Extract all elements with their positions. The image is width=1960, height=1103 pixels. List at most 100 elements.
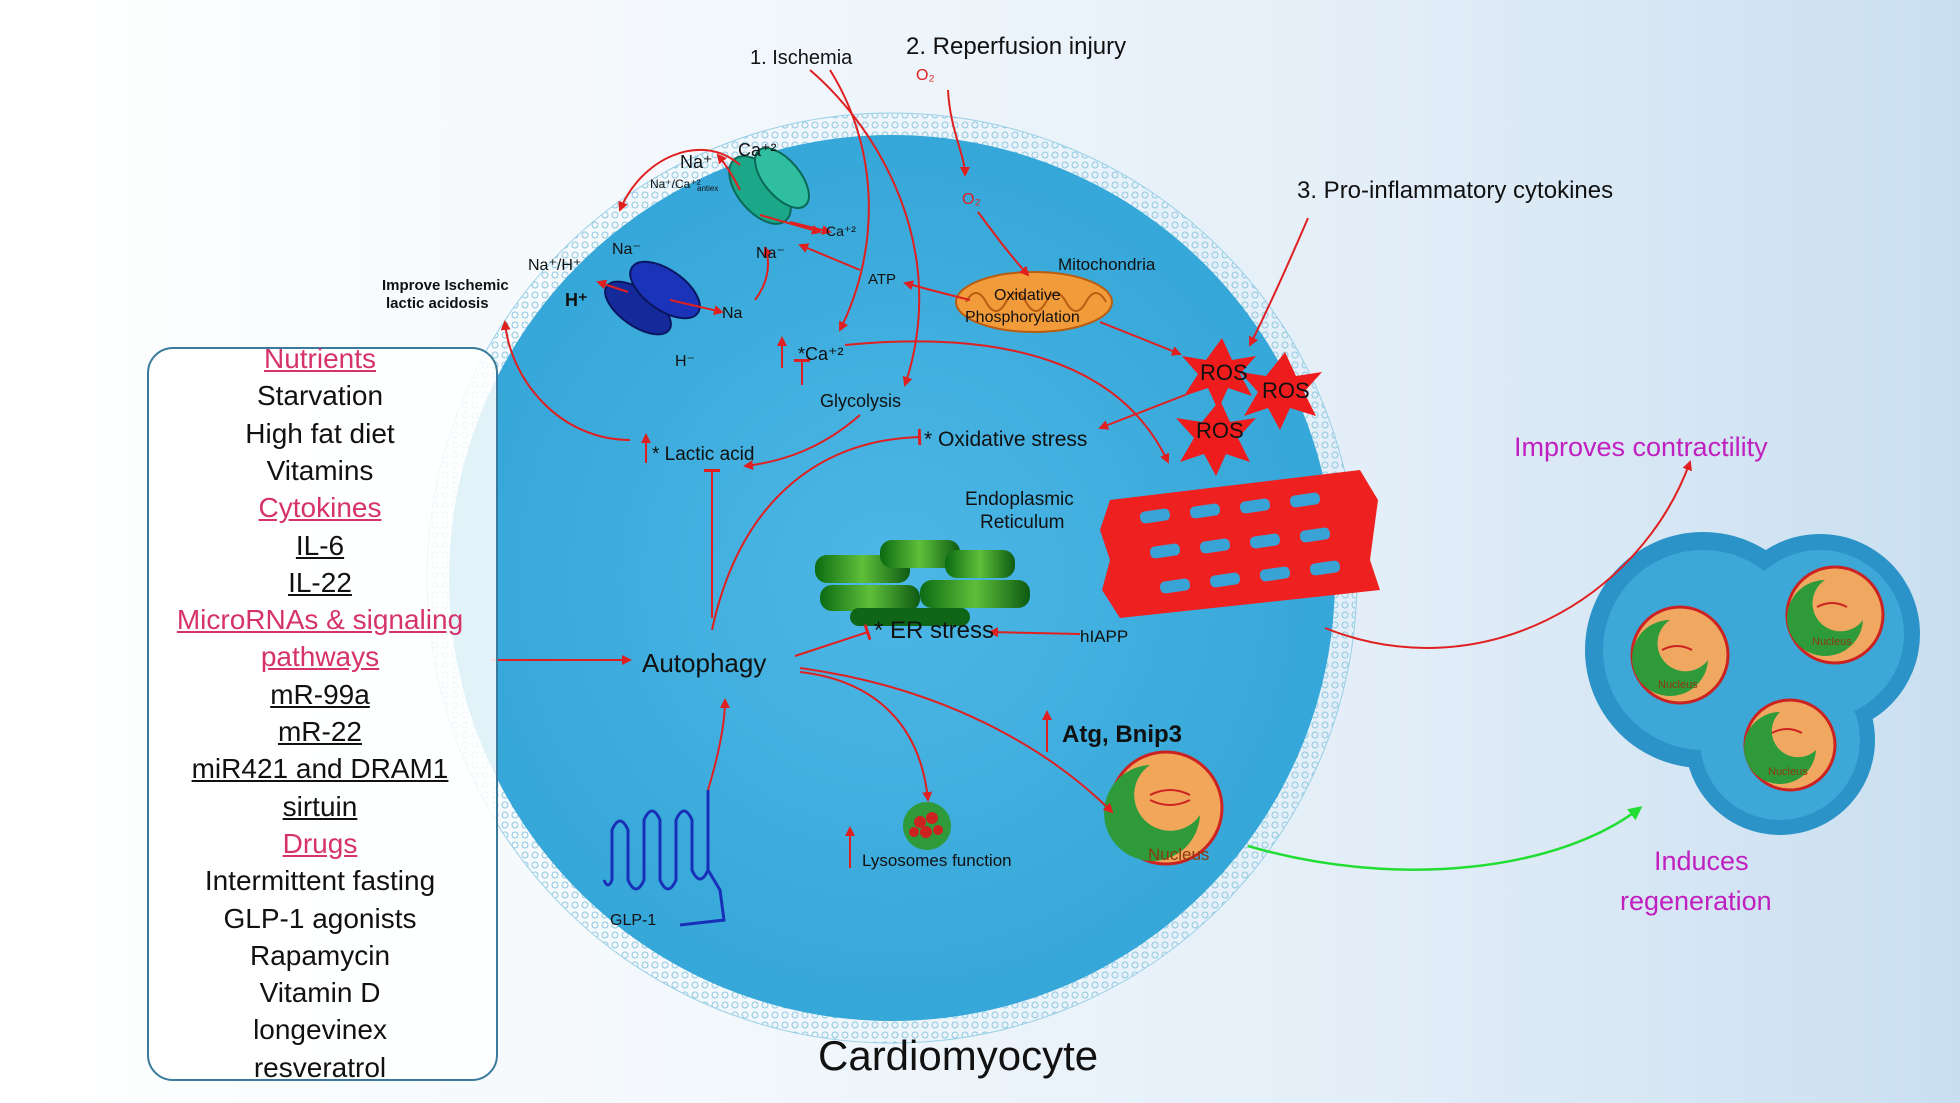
small-nucleus-3 [1743,698,1837,792]
improve-ischemic-label: Improve Ischemic [382,277,509,294]
ros-stars [1176,338,1322,476]
glp1-receptor [602,790,726,927]
modulator-item: longevinex [253,1014,387,1046]
ros-label-2: ROS [1262,378,1310,403]
modulator-item: High fat diet [245,417,395,449]
arrow-glycolysis-lactic [743,414,861,471]
modulator-item: IL-6 [295,529,345,561]
autophagy-label: Autophagy [642,648,766,678]
arrow-nhe-na [669,299,724,316]
arrow-o2-o2 [947,89,970,177]
er-label-line1: Endoplasmic [965,489,1074,510]
arrows [490,69,1692,868]
sidebar-row: sirtuin [150,788,490,826]
trigger-ischemia: 1. Ischemia [750,47,853,69]
phosphorylation-label: Phosphorylation [965,309,1080,326]
endoplasmic-reticulum-shape [1100,470,1380,618]
arrow-mito-atp [903,280,971,301]
inhibit-autophagy-erstress [794,624,872,657]
atg-label: Atg, Bnip3 [1062,721,1182,748]
arrow-autophagy-nucleus [799,667,1114,814]
figure-title: Cardiomyocyte [818,1032,1098,1079]
sidebar-row: resveratrol [150,1049,490,1087]
modulator-item: Intermittent fasting [204,865,436,897]
modulator-item: miR421 and DRAM1 [191,753,449,785]
o2-outer-label: O₂ [916,67,935,84]
o2-inner-label: O₂ [962,191,981,208]
sidebar-row: MicroRNAs & signaling [150,601,490,639]
lactic-acid-label: * Lactic acid [652,444,754,465]
modulator-item: IL-22 [288,566,352,598]
arrow-autophagy-lyso [799,671,933,802]
sidebar-row: Vitamin D [150,974,490,1012]
arrow-nhe-h [596,279,629,293]
sidebar-row: IL-6 [150,527,490,565]
ca-star-label: *Ca⁺² [798,344,844,364]
lysosomes-label: Lysosomes function [862,851,1012,870]
sidebar-row: mR-99a [150,676,490,714]
improves-contractility-label: Improves contractility [1514,432,1768,462]
arrow-hiapp-erstress [988,627,1081,638]
na-minus-inner-label: Na⁻ [756,245,785,262]
er-stress-label: * ER stress [874,617,994,644]
nucleus-small-3-label: Nucleus [1768,766,1808,778]
er-label-line2: Reticulum [980,512,1064,533]
category-header: MicroRNAs & signaling [176,604,464,636]
na-minus-left-label: Na⁻ [612,241,641,258]
modulator-item: Rapamycin [249,939,391,971]
nucleus-label: Nucleus [1148,845,1209,864]
arrow-glp1-autophagy [707,698,730,791]
category-header: pathways [260,641,380,673]
nucleus [1104,750,1224,866]
regeneration-label: regeneration [1620,886,1772,916]
sidebar-row: Starvation [150,377,490,415]
ca-12-label: Ca⁺² [738,140,777,160]
sidebar-row: Nutrients [150,340,490,378]
exchanger-label: Na⁺/Ca⁺² [650,177,701,191]
trigger-reperfusion: 2. Reperfusion injury [906,33,1126,60]
lysosome [903,802,951,850]
na-plus-label: Na⁺ [680,152,713,172]
nucleus-small-2-label: Nucleus [1812,636,1852,648]
modulator-item: Starvation [256,380,384,412]
sidebar-row: longevinex [150,1011,490,1049]
modulator-item: mR-99a [270,678,370,710]
arrow-er-contractility [1324,460,1692,649]
glp1-label: GLP-1 [610,912,656,929]
arrow-atp-na [798,243,861,271]
regenerating-cells [1585,532,1920,835]
arrow-na-ca [759,214,822,235]
arrow-o2-mito [977,211,1030,277]
h-plus-label: H⁺ [565,290,588,310]
sidebar-row: Vitamins [150,452,490,490]
modulator-item: mR-22 [277,716,362,747]
ncx-exchanger [728,147,810,225]
arrow-ca-out [789,221,832,235]
arrow-ros-oxstress [1098,394,1186,430]
sidebar-row: IL-22 [150,564,490,602]
inhibit-autophagy-oxstress [711,428,922,631]
small-nucleus-1 [1630,605,1730,705]
na-low-label: Na [722,305,743,322]
sidebar-row: Intermittent fasting [150,862,490,900]
ros-label-1: ROS [1200,360,1248,385]
sidebar-row: High fat diet [150,415,490,453]
sidebar-row: GLP-1 agonists [150,900,490,938]
category-header: Cytokines [258,492,382,524]
atp-label: ATP [868,271,896,288]
arrow-na-up [754,246,773,301]
arrow-mito-ros [1099,321,1182,356]
nhe-exchanger [604,260,701,336]
induces-label: Induces [1654,846,1749,876]
arrow-cytokines-ros [1249,217,1309,347]
modulator-item: Vitamin D [259,977,381,1009]
glycolysis-label: Glycolysis [820,391,901,411]
small-nucleus-2 [1785,565,1885,665]
oxidative-label: Oxidative [994,287,1061,304]
er-stress-organelle [815,540,1030,626]
sidebar-row: pathways [150,638,490,676]
sidebar-row: miR421 and DRAM1 [150,750,490,788]
modulators-box [147,347,498,1081]
